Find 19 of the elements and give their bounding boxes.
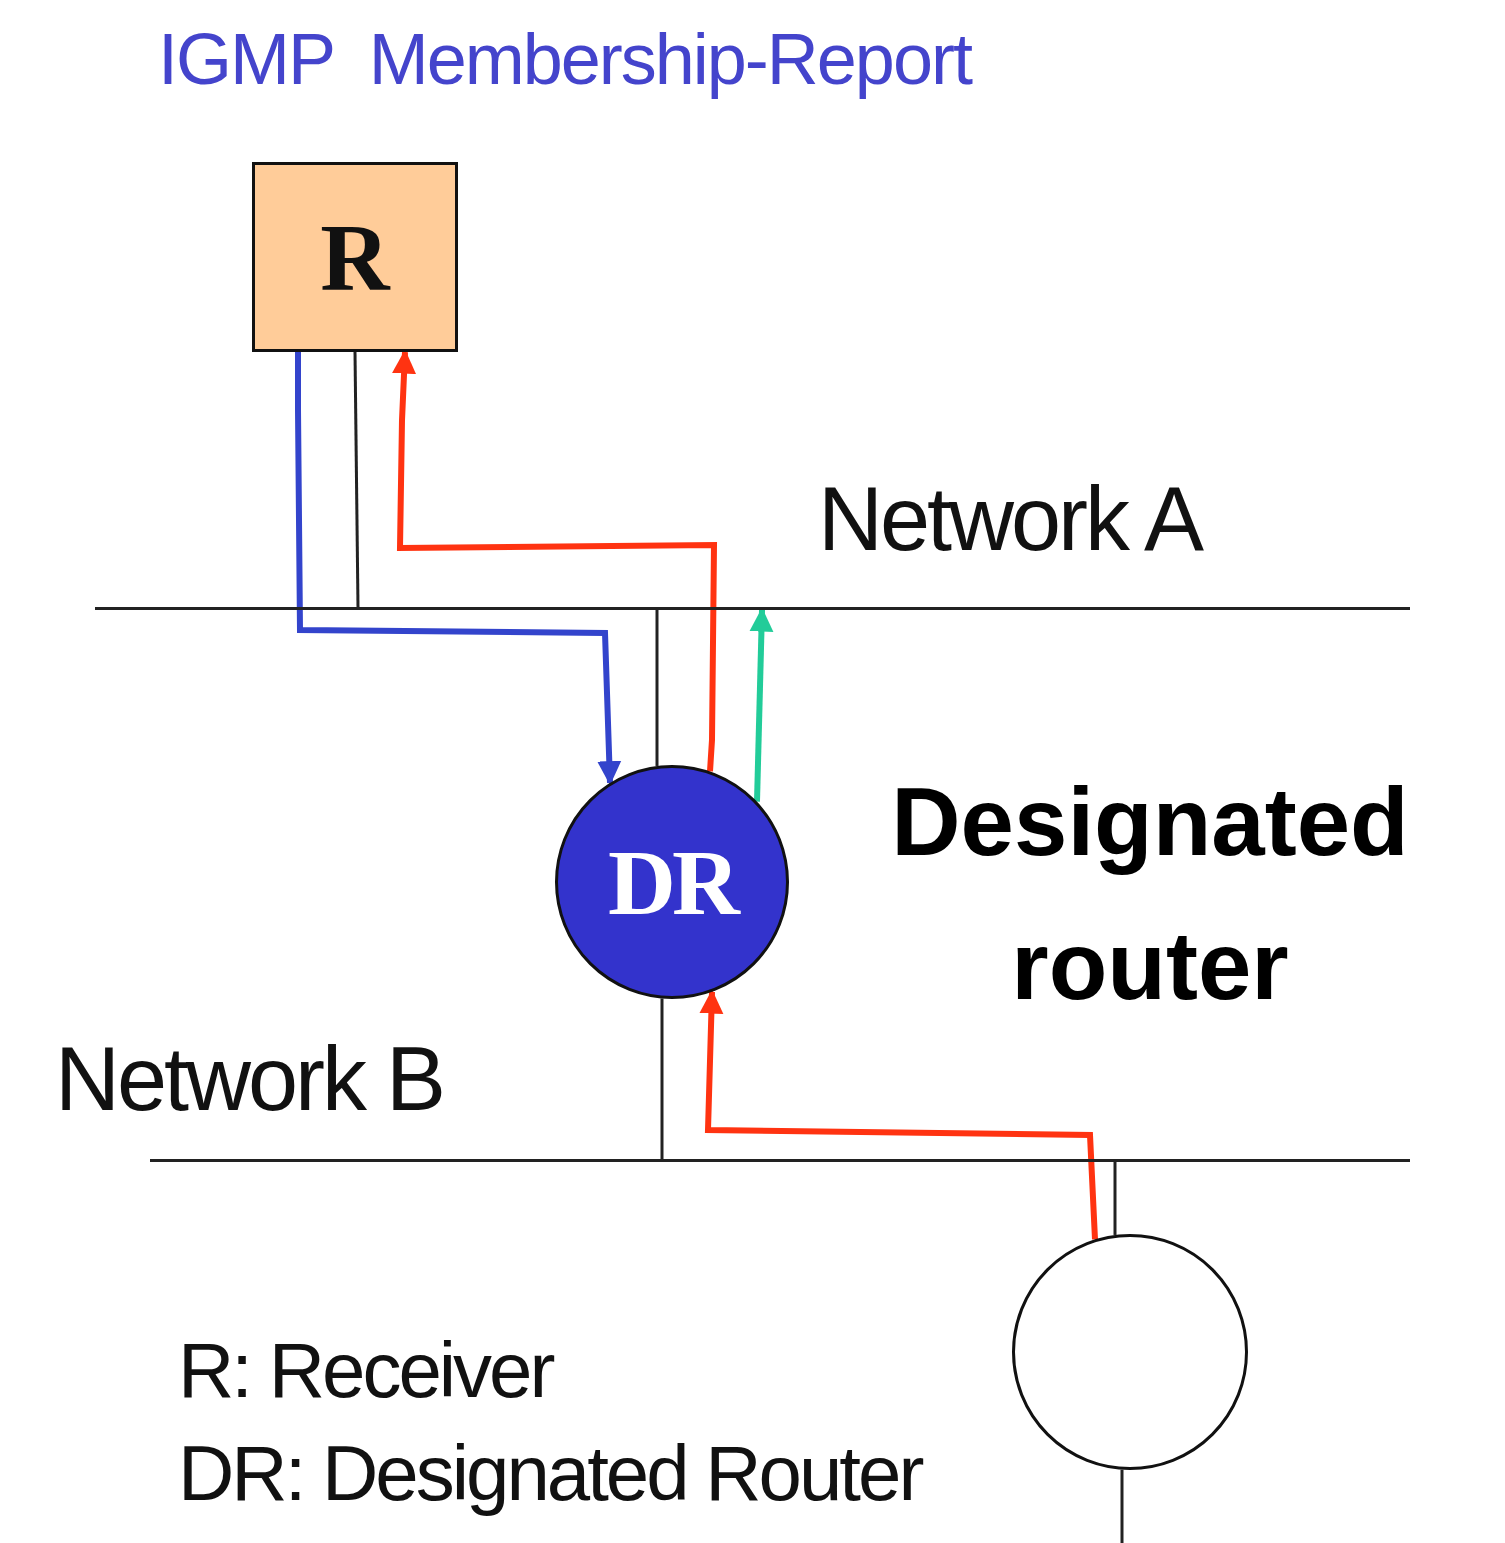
connection-line <box>655 610 659 766</box>
legend-note: DR: Designated Router <box>178 1428 922 1519</box>
network-line <box>150 1159 1410 1162</box>
arrow <box>699 989 1098 1240</box>
connection-line <box>353 352 360 607</box>
arrow <box>295 352 622 786</box>
network-label: Network A <box>818 468 1202 571</box>
arrow <box>749 607 774 802</box>
connection-line <box>660 998 664 1159</box>
network-line <box>95 607 1410 610</box>
legend-note: R: Receiver <box>178 1325 553 1416</box>
node-label: DR <box>608 829 736 936</box>
network-label: Network B <box>55 1028 444 1131</box>
diagram-title: IGMP Membership-Report <box>158 18 971 100</box>
node-label: R <box>320 202 390 313</box>
router-caption: Designated router <box>890 767 1410 1021</box>
connection-line <box>1120 1469 1124 1543</box>
connection-line <box>1113 1162 1117 1235</box>
receiver-box <box>252 162 458 352</box>
